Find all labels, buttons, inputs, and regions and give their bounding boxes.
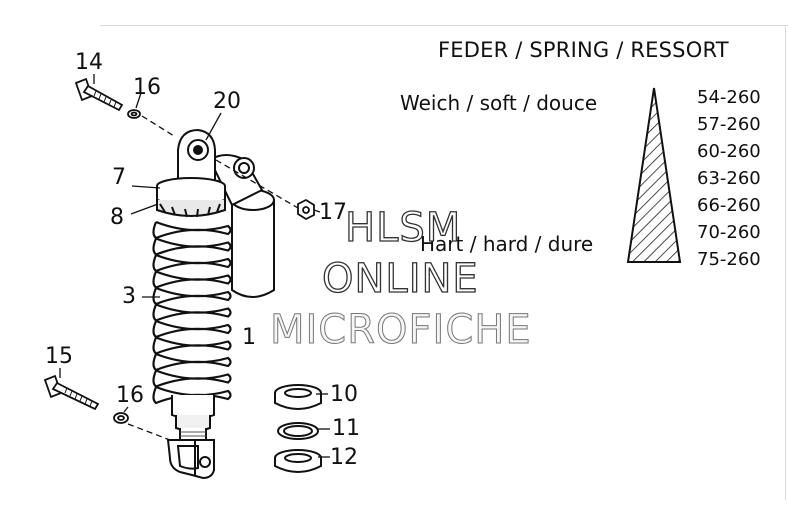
spring-code-75: 75-260 [697, 249, 761, 270]
spring-coil-turn [152, 237, 232, 256]
top-eye-mount [177, 128, 216, 186]
callout-3: 3 [122, 284, 136, 309]
o-ring-11 [277, 422, 319, 440]
callout-1: 1 [242, 325, 256, 350]
spring-coil-turn [152, 220, 232, 240]
leader-lines [59, 74, 330, 458]
callout-8: 8 [110, 205, 124, 230]
spring-code-63: 63-260 [697, 168, 761, 189]
spring-coil-turn [152, 270, 232, 289]
watermark-line-2: ONLINE [321, 255, 479, 302]
washer-16-top [127, 109, 141, 119]
callout-12: 12 [330, 445, 358, 470]
frame-right-border [785, 25, 786, 500]
watermark-line-3: MICROFICHE [270, 307, 532, 354]
damper-lower-body [171, 395, 215, 443]
spring-coil-turn [152, 369, 232, 388]
coil-spring [152, 220, 232, 405]
preload-collar [156, 177, 226, 218]
frame-top-border [100, 25, 788, 26]
reservoir-body [208, 154, 275, 298]
callout-16-bottom: 16 [116, 383, 144, 408]
callout-7: 7 [112, 165, 126, 190]
soft-label: Weich / soft / douce [400, 91, 598, 115]
spring-code-66: 66-260 [697, 195, 761, 216]
bushing-12 [274, 449, 322, 473]
spring-coil-turn [152, 286, 232, 306]
spring-hardness-wedge [626, 87, 682, 263]
callout-15: 15 [45, 344, 73, 369]
nut-17 [297, 198, 315, 221]
spring-code-57: 57-260 [697, 114, 761, 135]
bolt-14 [74, 77, 124, 112]
spring-code-54: 54-260 [697, 87, 761, 108]
callout-11: 11 [332, 416, 360, 441]
callout-16-top: 16 [133, 75, 161, 100]
callout-17: 17 [319, 200, 347, 225]
spring-code-60: 60-260 [697, 141, 761, 162]
spring-code-70: 70-260 [697, 222, 761, 243]
callout-14: 14 [75, 50, 103, 75]
spring-coil-turn [152, 319, 232, 339]
spring-coil-turn [152, 352, 232, 372]
hard-label: Hart / hard / dure [420, 232, 594, 256]
spring-coil-turn [152, 303, 232, 322]
callout-10: 10 [330, 382, 358, 407]
callout-20: 20 [213, 89, 241, 114]
watermark-line-1: HLSM [344, 204, 462, 251]
spring-heading: FEDER / SPRING / RESSORT [438, 38, 729, 62]
bottom-clevis-mount [166, 439, 215, 480]
spring-coil-turn [152, 253, 232, 273]
seal-ring-10 [274, 384, 322, 410]
washer-16-bottom [113, 412, 129, 424]
spring-coil-turn [152, 336, 232, 355]
bolt-15 [43, 374, 100, 411]
